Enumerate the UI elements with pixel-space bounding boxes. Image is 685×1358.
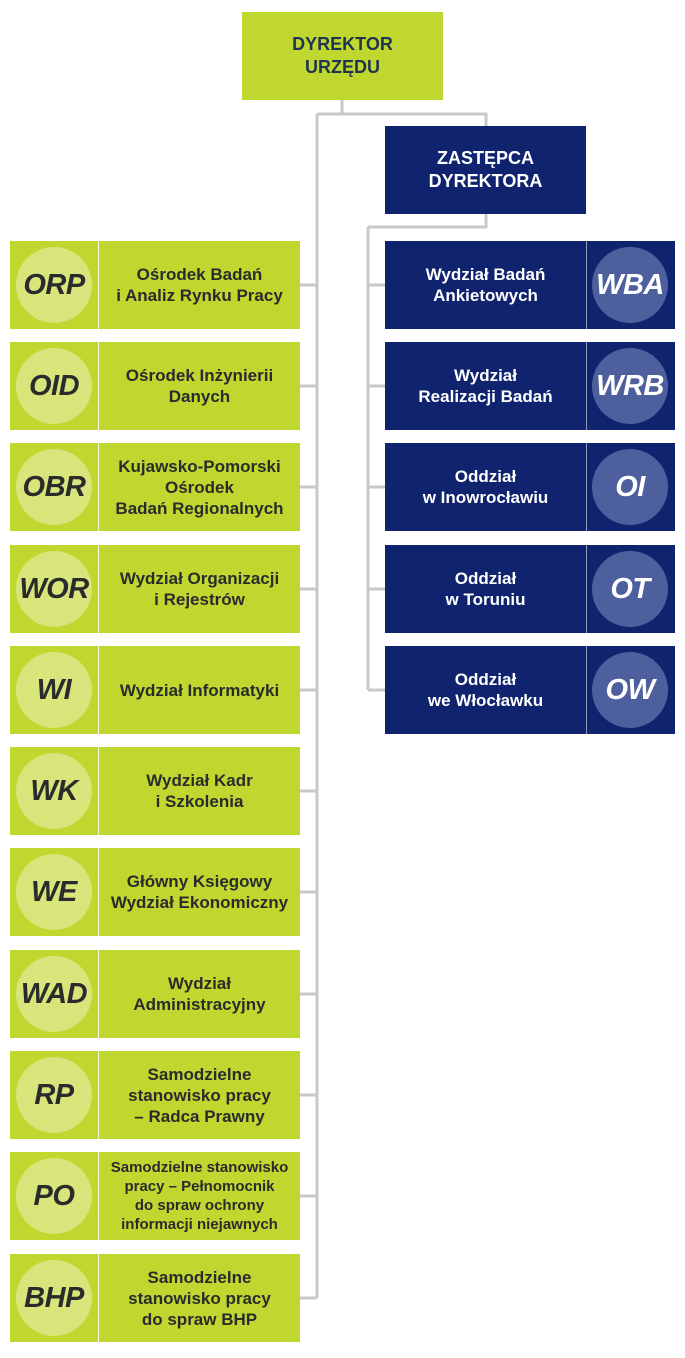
unit-abbr-badge: WAD [16, 956, 92, 1032]
unit-bhp: BHP Samodzielne stanowisko pracy do spra… [10, 1254, 300, 1342]
deputy-stem [368, 214, 488, 229]
unit-abbr-badge: OID [16, 348, 92, 424]
director-label: DYREKTOR URZĘDU [292, 34, 393, 77]
unit-name: Wydział Kadr i Szkolenia [146, 771, 253, 811]
unit-name: Oddział w Toruniu [445, 569, 526, 609]
unit-name: Samodzielne stanowisko pracy – Pełnomocn… [110, 1159, 289, 1233]
unit-divider [98, 646, 99, 734]
unit-oi: Oddział w Inowrocławiu OI [385, 443, 675, 531]
unit-name: Oddział w Inowrocławiu [422, 467, 549, 507]
unit-abbr-badge: WK [16, 753, 92, 829]
unit-name: Wydział Administracyjny [133, 974, 266, 1014]
unit-abbr-badge: OBR [16, 449, 92, 525]
unit-wor: WOR Wydział Organizacji i Rejestrów [10, 545, 300, 633]
unit-abbr-badge: OW [592, 652, 668, 728]
unit-ow: Oddział we Włocławku OW [385, 646, 675, 734]
unit-orp: ORP Ośrodek Badań i Analiz Rynku Pracy [10, 241, 300, 329]
unit-divider [98, 342, 99, 430]
unit-abbr-badge: OT [592, 551, 668, 627]
unit-abbr-badge: WOR [16, 551, 92, 627]
unit-divider [586, 342, 587, 430]
unit-we: WE Główny Księgowy Wydział Ekonomiczny [10, 848, 300, 936]
unit-divider [98, 848, 99, 936]
unit-name: Wydział Realizacji Badań [418, 366, 553, 406]
unit-wk: WK Wydział Kadr i Szkolenia [10, 747, 300, 835]
unit-name: Wydział Badań Ankietowych [425, 265, 546, 305]
unit-name: Ośrodek Inżynierii Danych [125, 366, 274, 406]
unit-divider [586, 545, 587, 633]
unit-divider [98, 443, 99, 531]
unit-po: PO Samodzielne stanowisko pracy – Pełnom… [10, 1152, 300, 1240]
unit-abbr-badge: ORP [16, 247, 92, 323]
unit-abbr-badge: WE [16, 854, 92, 930]
unit-abbr-badge: WBA [592, 247, 668, 323]
unit-ot: Oddział w Toruniu OT [385, 545, 675, 633]
unit-name: Wydział Organizacji i Rejestrów [119, 569, 280, 609]
unit-abbr-badge: WRB [592, 348, 668, 424]
deputy-director-label: ZASTĘPCA DYREKTORA [428, 148, 543, 191]
unit-abbr-badge: OI [592, 449, 668, 525]
unit-divider [98, 1051, 99, 1139]
unit-obr: OBR Kujawsko-Pomorski Ośrodek Badań Regi… [10, 443, 300, 531]
deputy-director-box: ZASTĘPCA DYREKTORA [385, 126, 586, 214]
unit-wi: WI Wydział Informatyki [10, 646, 300, 734]
unit-rp: RP Samodzielne stanowisko pracy – Radca … [10, 1051, 300, 1139]
unit-divider [586, 646, 587, 734]
unit-name: Główny Księgowy Wydział Ekonomiczny [110, 872, 289, 912]
unit-abbr-badge: BHP [16, 1260, 92, 1336]
unit-abbr-badge: PO [16, 1158, 92, 1234]
unit-wrb: Wydział Realizacji Badań WRB [385, 342, 675, 430]
unit-wad: WAD Wydział Administracyjny [10, 950, 300, 1038]
unit-abbr-badge: WI [16, 652, 92, 728]
unit-wba: Wydział Badań Ankietowych WBA [385, 241, 675, 329]
unit-name: Samodzielne stanowisko pracy – Radca Pra… [128, 1064, 271, 1126]
unit-name: Wydział Informatyki [119, 680, 280, 700]
unit-divider [98, 1254, 99, 1342]
unit-divider [98, 747, 99, 835]
unit-abbr-badge: RP [16, 1057, 92, 1133]
top-link [317, 112, 488, 126]
unit-name: Ośrodek Badań i Analiz Rynku Pracy [116, 265, 283, 305]
unit-name: Kujawsko-Pomorski Ośrodek Badań Regional… [115, 456, 284, 518]
unit-divider [98, 950, 99, 1038]
unit-divider [98, 1152, 99, 1240]
unit-oid: OID Ośrodek Inżynierii Danych [10, 342, 300, 430]
unit-divider [98, 545, 99, 633]
unit-divider [98, 241, 99, 329]
unit-divider [586, 241, 587, 329]
unit-divider [586, 443, 587, 531]
unit-name: Oddział we Włocławku [427, 670, 544, 710]
unit-name: Samodzielne stanowisko pracy do spraw BH… [128, 1267, 271, 1329]
director-box: DYREKTOR URZĘDU [242, 12, 443, 100]
